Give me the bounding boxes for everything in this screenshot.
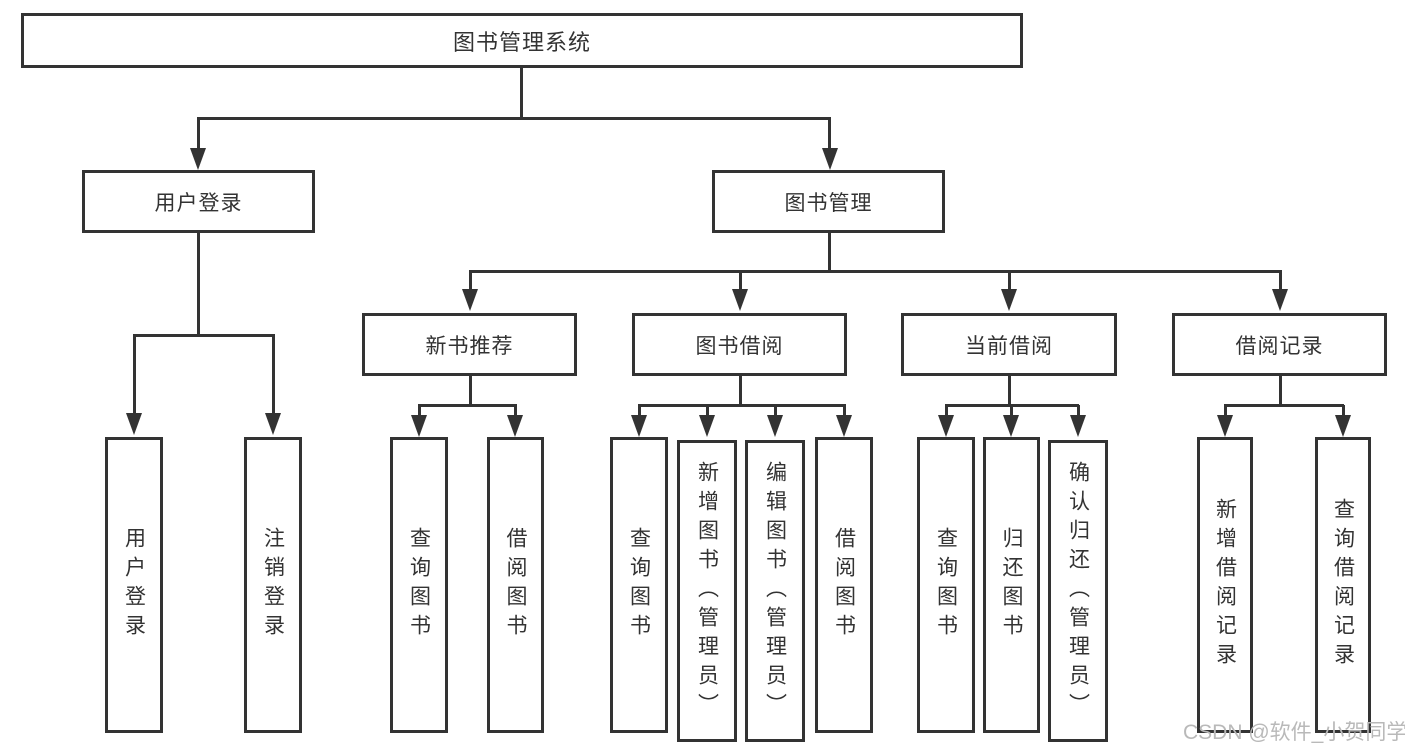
leaf-query-borrow-record: 查询借阅记录	[1315, 437, 1371, 733]
leaf-label: 查询图书	[627, 527, 651, 643]
leaf-label: 借阅图书	[832, 527, 856, 643]
connector-line	[1279, 376, 1282, 405]
leaf-add-borrow-record: 新增借阅记录	[1197, 437, 1253, 733]
connector-line	[739, 271, 742, 291]
leaf-label: 编辑图书（管理员）	[763, 460, 787, 722]
arrow-down-icon	[836, 415, 852, 437]
leaf-label: 新增借阅记录	[1213, 498, 1237, 672]
leaf-label: 注销登录	[261, 527, 285, 643]
connector-line	[197, 233, 200, 335]
arrow-down-icon	[190, 148, 206, 170]
leaf-borrow-book: 借阅图书	[815, 437, 873, 733]
arrow-down-icon	[699, 415, 715, 437]
watermark: CSDN @软件_小贺同学	[1183, 721, 1405, 744]
connector-line	[418, 405, 421, 417]
leaf-label: 查询图书	[934, 527, 958, 643]
connector-line	[469, 270, 1282, 273]
connector-line	[638, 404, 846, 407]
connector-line	[197, 117, 831, 120]
leaf-confirm-return-admin: 确认归还（管理员）	[1048, 440, 1108, 742]
connector-line	[469, 271, 472, 291]
arrow-down-icon	[1001, 289, 1017, 311]
arrow-down-icon	[732, 289, 748, 311]
arrow-down-icon	[507, 415, 523, 437]
arrow-down-icon	[265, 413, 281, 435]
node-borrow-records: 借阅记录	[1172, 313, 1387, 376]
connector-line	[520, 68, 523, 118]
connector-line	[1008, 271, 1011, 291]
leaf-label: 归还图书	[1000, 527, 1023, 643]
node-label: 图书管理	[784, 191, 873, 215]
connector-line	[418, 404, 517, 407]
leaf-query-book-recommend: 查询图书	[390, 437, 448, 733]
arrow-down-icon	[822, 148, 838, 170]
leaf-label: 查询借阅记录	[1331, 498, 1355, 672]
node-current-borrow: 当前借阅	[901, 313, 1117, 376]
node-user-login: 用户登录	[82, 170, 315, 233]
connector-line	[706, 405, 709, 417]
connector-line	[1077, 405, 1080, 417]
connector-line	[1010, 405, 1013, 417]
node-book-borrow: 图书借阅	[632, 313, 847, 376]
arrow-down-icon	[1070, 415, 1086, 437]
connector-line	[133, 335, 136, 415]
node-book-management: 图书管理	[712, 170, 945, 233]
arrow-down-icon	[1335, 415, 1351, 437]
leaf-user-login: 用户登录	[105, 437, 163, 733]
node-label: 借阅记录	[1235, 334, 1324, 358]
connector-line	[828, 118, 831, 150]
connector-line	[469, 376, 472, 405]
node-root: 图书管理系统	[21, 13, 1023, 68]
leaf-logout: 注销登录	[244, 437, 302, 733]
connector-line	[197, 118, 200, 150]
connector-line	[272, 335, 275, 415]
arrow-down-icon	[631, 415, 647, 437]
node-label: 图书借阅	[695, 334, 784, 358]
connector-line	[638, 405, 641, 417]
connector-line	[1008, 376, 1011, 405]
arrow-down-icon	[462, 289, 478, 311]
leaf-query-book-borrowsec: 查询图书	[610, 437, 668, 733]
leaf-add-book-admin: 新增图书（管理员）	[677, 440, 737, 742]
node-new-book-recommend: 新书推荐	[362, 313, 577, 376]
leaf-label: 新增图书（管理员）	[695, 460, 719, 722]
arrow-down-icon	[767, 415, 783, 437]
connector-line	[739, 376, 742, 405]
node-label: 图书管理系统	[452, 29, 591, 55]
leaf-label: 查询图书	[407, 527, 431, 643]
arrow-down-icon	[411, 415, 427, 437]
connector-line	[774, 405, 777, 417]
node-label: 新书推荐	[425, 334, 514, 358]
connector-line	[843, 405, 846, 417]
connector-line	[1342, 405, 1345, 417]
arrow-down-icon	[1003, 415, 1019, 437]
connector-line	[1224, 404, 1344, 407]
arrow-down-icon	[1217, 415, 1233, 437]
arrow-down-icon	[938, 415, 954, 437]
connector-line	[133, 334, 275, 337]
arrow-down-icon	[126, 413, 142, 435]
connector-line	[828, 233, 831, 271]
arrow-down-icon	[1272, 289, 1288, 311]
leaf-return-book: 归还图书	[983, 437, 1040, 733]
leaf-borrow-book-recommend: 借阅图书	[487, 437, 544, 733]
leaf-label: 借阅图书	[504, 527, 527, 643]
leaf-query-book-current: 查询图书	[917, 437, 975, 733]
connector-line	[514, 405, 517, 417]
leaf-edit-book-admin: 编辑图书（管理员）	[745, 440, 805, 742]
leaf-label: 确认归还（管理员）	[1066, 460, 1090, 722]
node-label: 当前借阅	[965, 334, 1053, 358]
leaf-label: 用户登录	[122, 527, 146, 643]
connector-line	[1279, 271, 1282, 291]
node-label: 用户登录	[154, 191, 243, 215]
connector-line	[1224, 405, 1227, 417]
connector-line	[945, 405, 948, 417]
